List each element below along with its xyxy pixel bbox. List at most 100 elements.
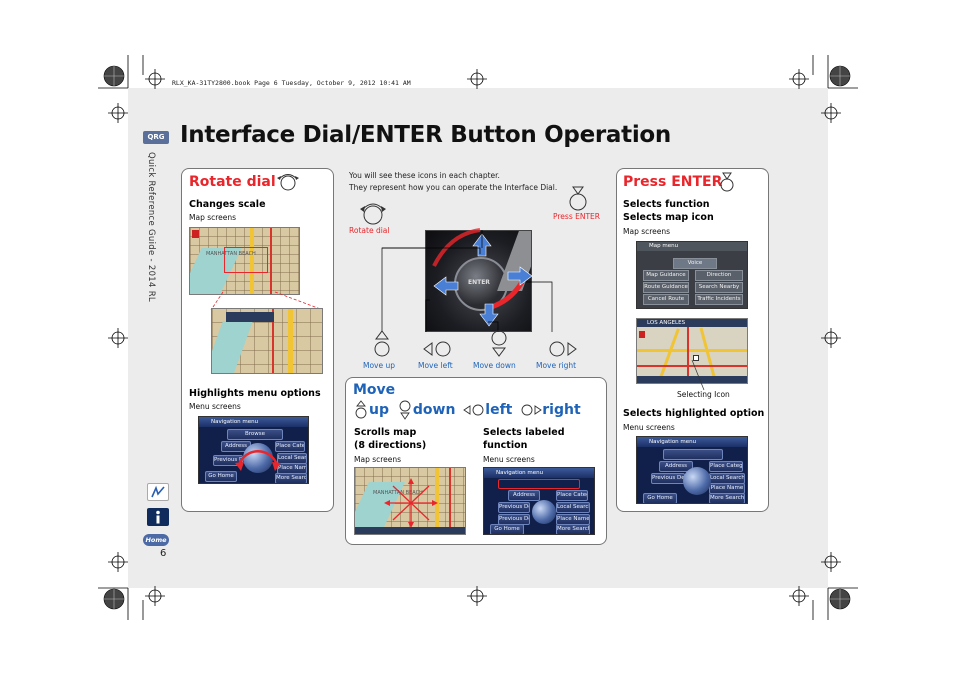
zoom-highlight-box xyxy=(224,247,268,273)
eight-direction-arrows-icon xyxy=(384,478,438,528)
road xyxy=(270,228,272,294)
menu-item-place-category[interactable]: Place Category xyxy=(275,441,305,452)
selecting-icon-pointer xyxy=(691,359,705,391)
highway xyxy=(288,309,293,373)
menu-item-place-category[interactable]: Place Category xyxy=(556,490,588,501)
menu-item-search-nearby[interactable]: Search Nearby xyxy=(695,282,743,293)
menu-item-voice[interactable]: Voice xyxy=(673,258,717,269)
menu-item-traffic-incidents[interactable]: Traffic Incidents xyxy=(695,294,743,305)
map-status-bar xyxy=(355,527,465,534)
map-screenshot-zoomed-in xyxy=(211,308,323,374)
highway xyxy=(435,468,439,534)
rotate-dial-icon-large xyxy=(360,203,386,225)
menu-item-cancel-route[interactable]: Cancel Route xyxy=(643,294,689,305)
move-down-icon xyxy=(491,330,507,357)
map-menu-screenshot: Map menu Voice Map Guidance Direction Ro… xyxy=(636,241,748,309)
down-icon xyxy=(399,400,411,420)
move-title: Move xyxy=(353,382,396,398)
highlights-menu-heading: Highlights menu options xyxy=(189,388,321,399)
menu-item-map-guidance[interactable]: Map Guidance xyxy=(643,270,689,281)
menu-item-place-category[interactable]: Place Category xyxy=(709,461,743,472)
page-number: 6 xyxy=(160,548,167,559)
move-right-caption: Move right xyxy=(536,361,577,370)
rotate-arrows-icon xyxy=(235,450,281,471)
menu-item-more-search[interactable]: More Search Methods xyxy=(709,493,745,503)
left-icon xyxy=(463,404,484,416)
selects-labeled-line-1: Selects labeled xyxy=(483,427,565,438)
navigation-icon[interactable] xyxy=(147,483,169,501)
intro-text: You will see these icons in each chapter… xyxy=(349,170,557,194)
selects-highlighted-heading: Selects highlighted option xyxy=(623,408,765,419)
menu-item-local-search[interactable]: Local Search xyxy=(556,502,590,513)
map-screens-label: Map screens xyxy=(189,213,237,222)
callout-lines xyxy=(381,230,553,332)
home-button[interactable]: Home xyxy=(143,534,169,546)
up-icon xyxy=(355,400,367,419)
menu-item-address[interactable]: Address xyxy=(659,461,693,472)
intro-line-1: You will see these icons in each chapter… xyxy=(349,171,500,180)
move-left-caption: Move left xyxy=(418,361,453,370)
move-right-icon xyxy=(549,341,577,357)
enter-label: ENTER xyxy=(468,279,490,286)
menu-item-browse[interactable]: Browse xyxy=(227,429,283,440)
page-title: Interface Dial/ENTER Button Operation xyxy=(180,122,672,148)
menu-item-address[interactable]: Address xyxy=(508,490,540,501)
move-map-screens-label: Map screens xyxy=(354,455,402,464)
selects-labeled-line-2: function xyxy=(483,439,528,451)
selecting-icon-label: Selecting Icon xyxy=(677,390,730,399)
move-directions-line: up down left right xyxy=(353,400,581,420)
changes-scale-heading: Changes scale xyxy=(189,199,266,210)
map-city-label: MANHATTAN BEACH xyxy=(206,251,256,257)
menu-item-more-search[interactable]: More Search Methods xyxy=(556,524,590,534)
menu-item-route-guidance[interactable]: Route Guidance xyxy=(643,282,689,293)
water-area xyxy=(212,321,253,373)
selects-map-icon-line: Selects map icon xyxy=(623,211,714,223)
qrg-badge: QRG xyxy=(143,131,169,144)
scrolls-map-heading: Scrolls map (8 directions) xyxy=(354,427,426,452)
up-label: up xyxy=(369,402,389,418)
menu-title-bar: Navigation menu xyxy=(484,468,594,478)
scrolls-map-line-2: (8 directions) xyxy=(354,439,427,451)
press-enter-title: Press ENTER xyxy=(623,174,723,190)
press-enter-caption: Press ENTER xyxy=(553,212,601,221)
menu-item-previous-destination[interactable]: Previous Destination xyxy=(651,473,685,484)
road xyxy=(272,309,274,373)
dial-knob-graphic xyxy=(243,443,273,473)
highway xyxy=(250,228,254,294)
menu-item-top-bar[interactable] xyxy=(663,449,723,460)
rotate-dial-caption: Rotate dial xyxy=(349,226,390,235)
rotate-dial-title: Rotate dial xyxy=(189,174,276,190)
map-info-bar xyxy=(226,312,274,322)
map-status-bar xyxy=(637,376,747,383)
down-label: down xyxy=(412,402,456,418)
road xyxy=(637,365,747,367)
move-up-icon xyxy=(374,330,390,357)
labeled-function-highlight xyxy=(498,479,580,489)
scroll-map-screenshot: MANHATTAN BEACH xyxy=(354,467,466,535)
highway xyxy=(637,349,747,352)
map-screenshot-zoomed-out: MANHATTAN BEACH xyxy=(189,227,300,295)
menu-item-direction[interactable]: Direction xyxy=(695,270,743,281)
menu-item-go-home[interactable]: Go Home xyxy=(205,471,237,482)
map-city-label: MANHATTAN BEACH xyxy=(373,490,423,496)
direction-arrows xyxy=(432,228,533,327)
menu-screens-label: Menu screens xyxy=(189,402,241,411)
map-menu-title-bar: Map menu xyxy=(637,242,747,251)
menu-item-go-home[interactable]: Go Home xyxy=(643,493,677,503)
city-map-screenshot: LOS ANGELES xyxy=(636,318,748,384)
enter-map-screens-label: Map screens xyxy=(623,227,671,236)
intro-line-2: They represent how you can operate the I… xyxy=(349,183,558,192)
zoom-connector-lines xyxy=(210,291,324,311)
menu-item-more-search[interactable]: More Search Methods xyxy=(275,473,307,483)
map-marker-icon xyxy=(192,230,199,238)
menu-item-go-home[interactable]: Go Home xyxy=(490,524,524,534)
press-enter-icon-large xyxy=(569,186,587,211)
move-down-caption: Move down xyxy=(473,361,516,370)
side-label: Quick Reference Guide - 2014 RL xyxy=(146,152,156,302)
selected-map-icon[interactable] xyxy=(693,355,699,361)
menu-item-previous-destination[interactable]: Previous Destination xyxy=(498,502,530,513)
right-label: right xyxy=(542,402,581,418)
menu-title-bar: Navigation menu xyxy=(637,437,747,447)
info-icon[interactable] xyxy=(147,508,169,526)
